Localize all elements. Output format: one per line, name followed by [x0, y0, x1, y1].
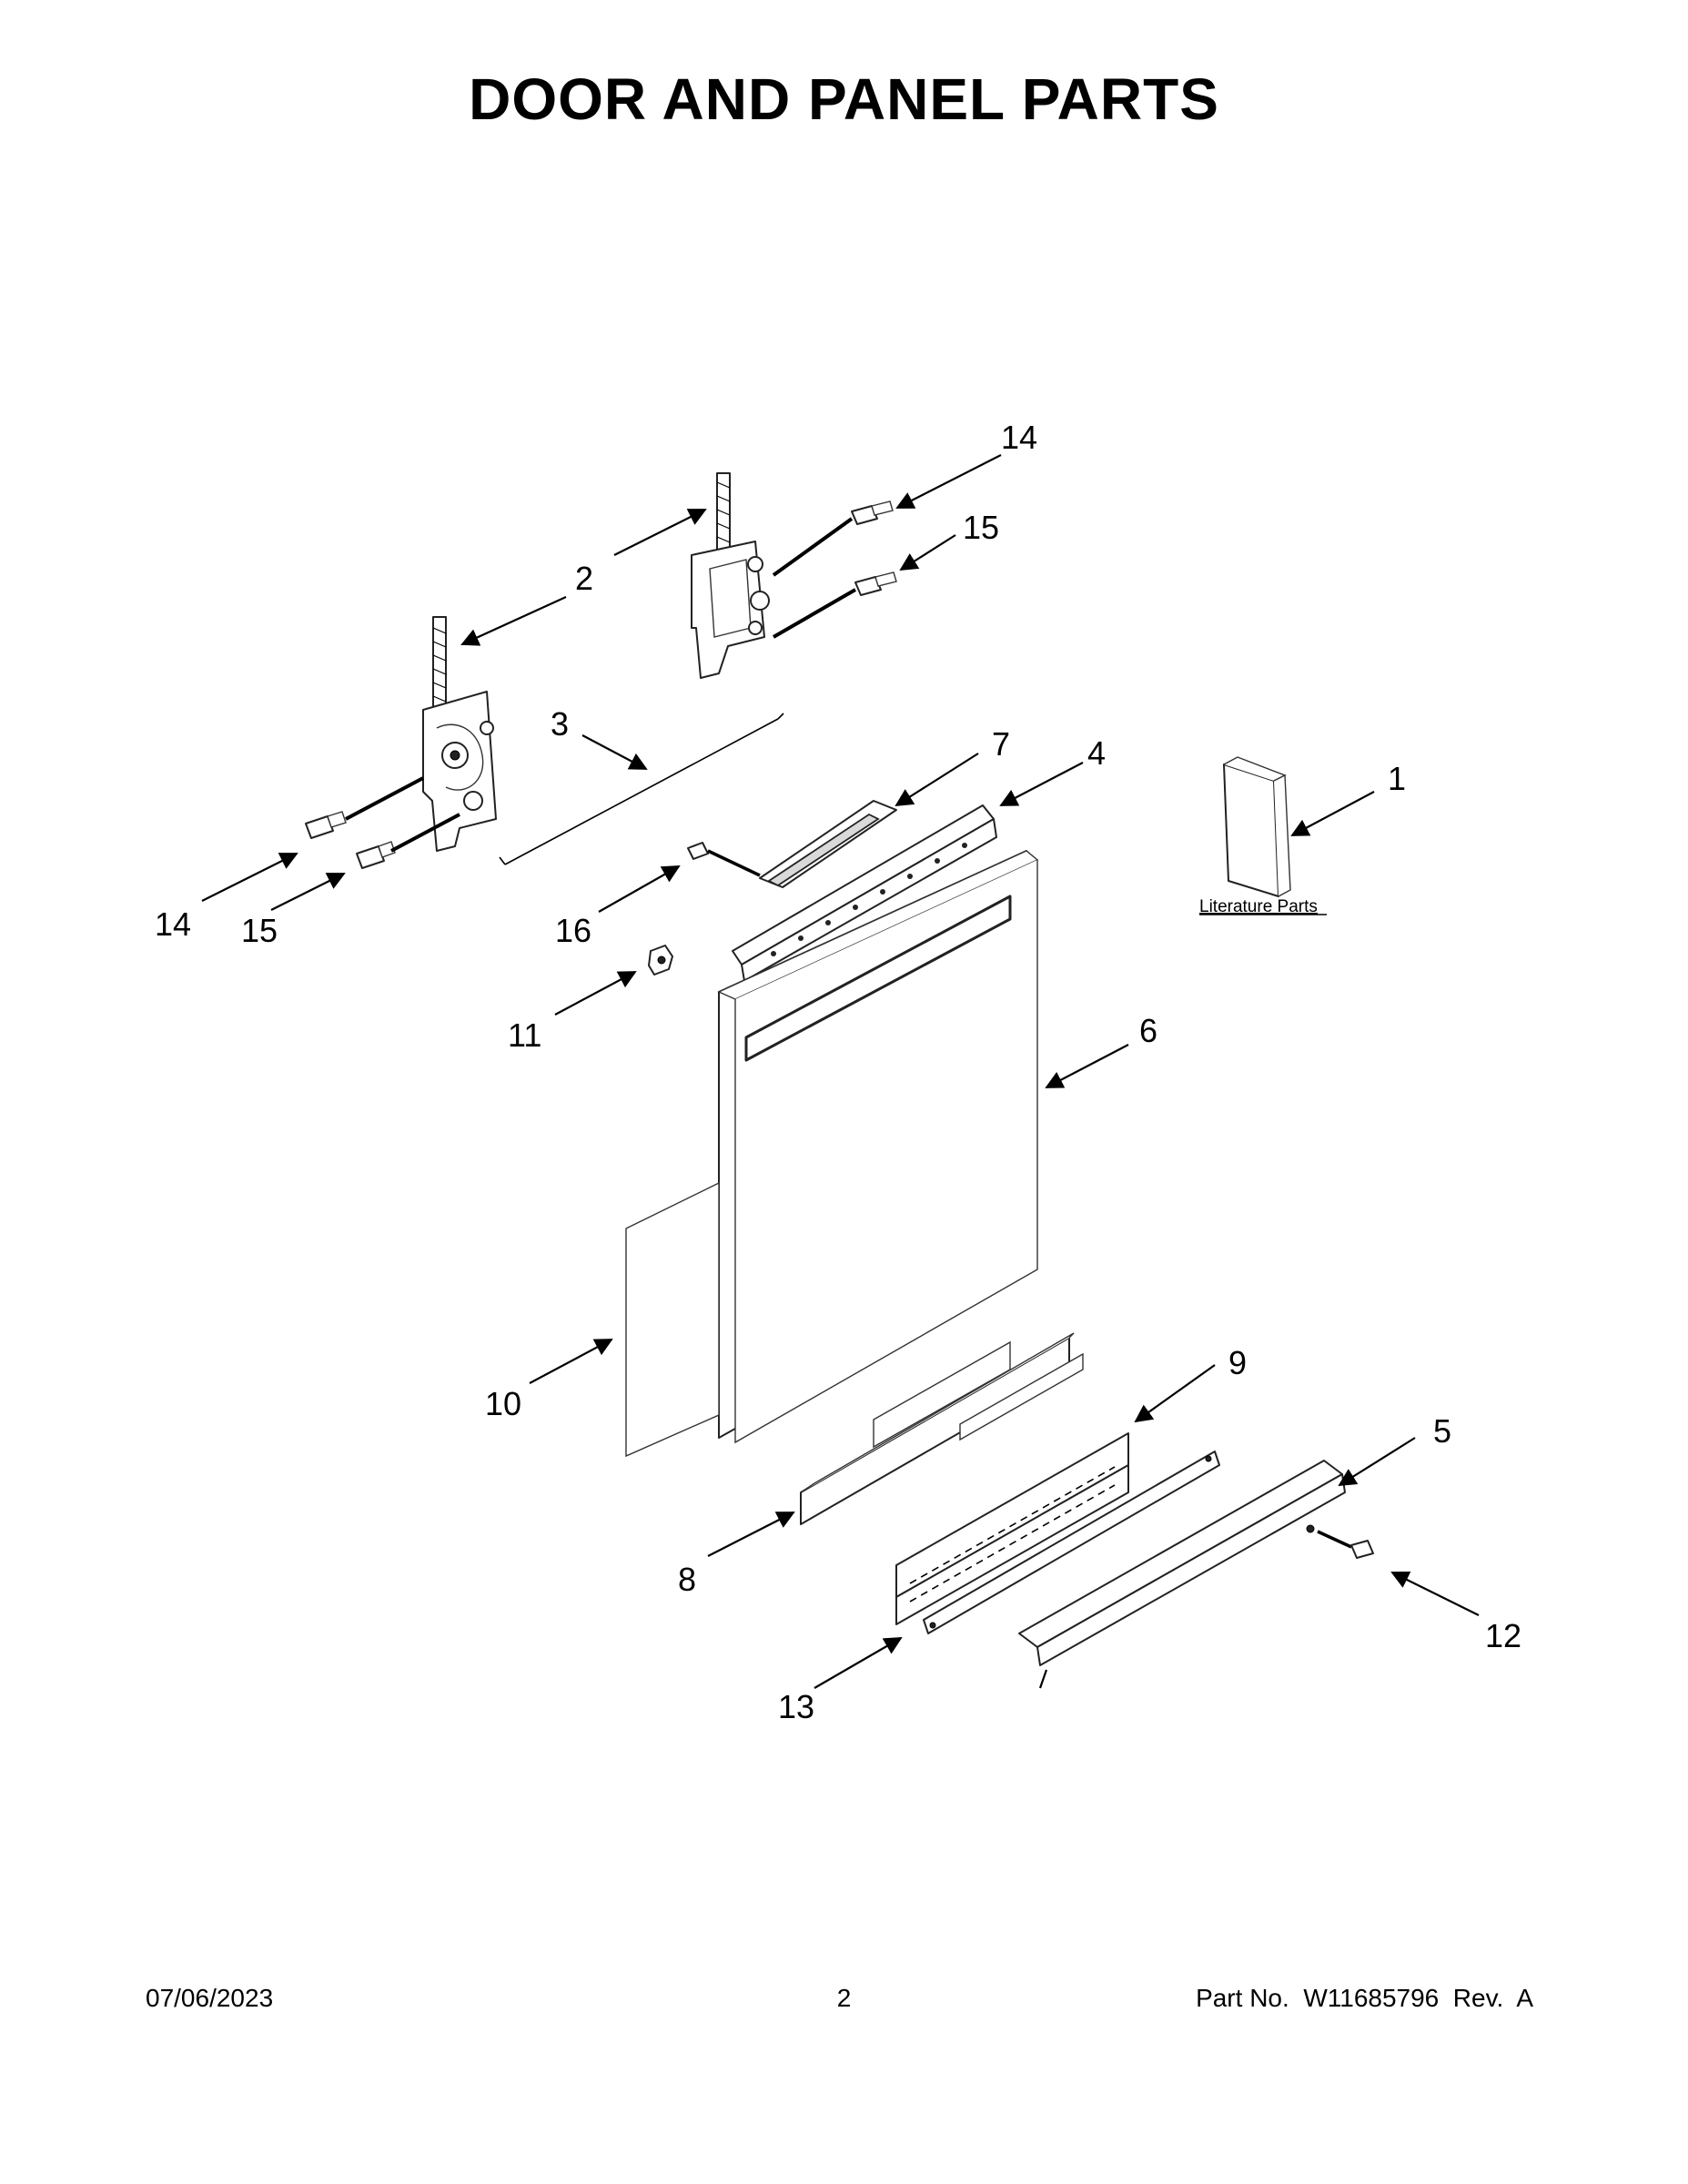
- vent-7: [759, 800, 897, 888]
- callout-4: 4: [1087, 734, 1106, 772]
- door-panel-6: [717, 850, 1039, 1444]
- callout-10: 10: [485, 1385, 521, 1422]
- callout-9: 9: [1228, 1344, 1247, 1381]
- literature-parts-label: Literature Parts: [1199, 897, 1318, 916]
- hinge-right: [691, 472, 770, 679]
- callout-15-upper: 15: [963, 509, 999, 546]
- leader-arrows: [201, 454, 1480, 1689]
- footer-page-number: 2: [836, 1984, 852, 2012]
- foam-block-8: [800, 1332, 1084, 1525]
- callout-16: 16: [555, 912, 591, 949]
- clip-11: [648, 945, 673, 976]
- callout-13: 13: [778, 1688, 814, 1725]
- screw-14-lower: [305, 776, 424, 839]
- footer-date: 07/06/2023: [146, 1984, 274, 2012]
- callout-5: 5: [1433, 1412, 1451, 1450]
- literature-1: [1223, 756, 1291, 897]
- strip-13: [923, 1451, 1220, 1634]
- callout-8: 8: [678, 1561, 696, 1598]
- screw-16: [687, 842, 761, 877]
- hinge-left: [422, 616, 497, 852]
- callout-7: 7: [992, 725, 1010, 763]
- page-title: DOOR AND PANEL PARTS: [469, 66, 1219, 132]
- screw-12: [1317, 1530, 1374, 1559]
- callout-12: 12: [1485, 1617, 1521, 1654]
- callout-6: 6: [1139, 1012, 1157, 1049]
- callout-1: 1: [1388, 760, 1406, 797]
- foam-block-9: [895, 1432, 1129, 1625]
- screw-15-lower: [356, 813, 460, 869]
- rod-3: [499, 713, 784, 865]
- insulation-10: [625, 1181, 720, 1458]
- screw-14-upper: [772, 500, 894, 577]
- callout-3: 3: [551, 705, 569, 743]
- callout-2: 2: [575, 560, 593, 597]
- callout-11: 11: [508, 1016, 541, 1054]
- callout-15-lower: 15: [241, 912, 278, 949]
- callout-14-lower: 14: [155, 905, 191, 943]
- screw-15-upper: [772, 571, 897, 639]
- footer-part-number: Part No. W11685796 Rev. A: [1196, 1984, 1533, 2012]
- callout-14-upper: 14: [1001, 419, 1037, 456]
- console-4: [732, 804, 997, 982]
